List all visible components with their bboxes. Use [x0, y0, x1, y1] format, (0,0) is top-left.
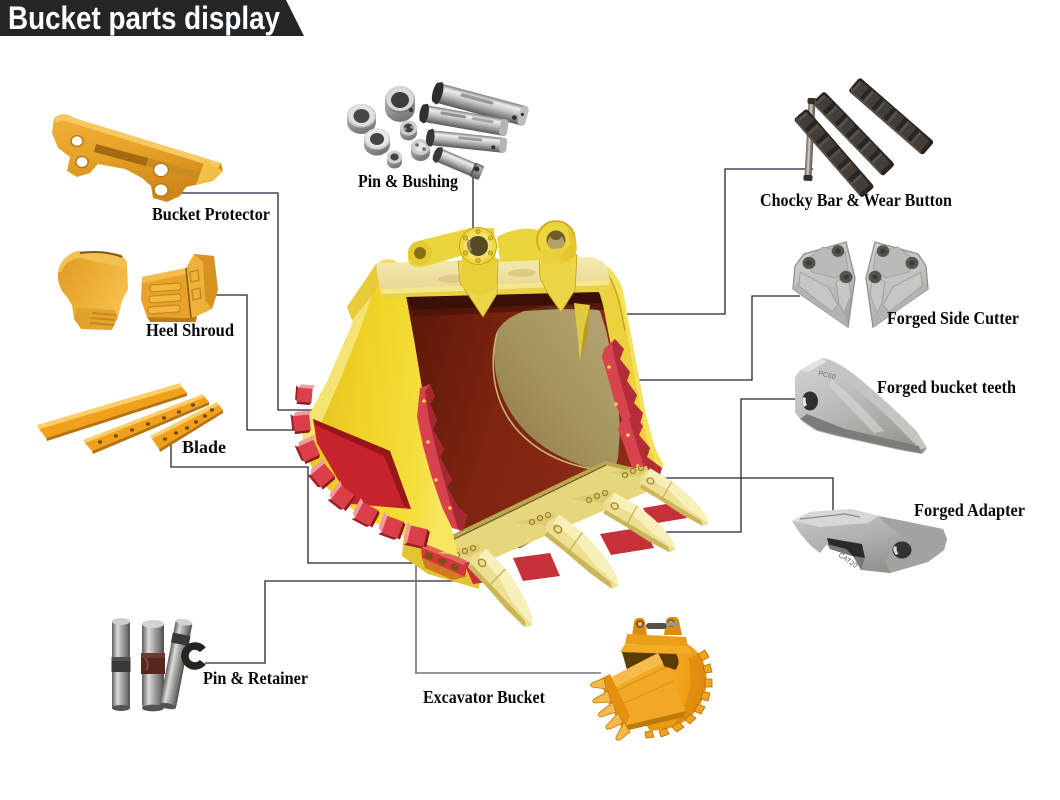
svg-text:Excavator Bucket: Excavator Bucket [423, 687, 545, 707]
svg-text:Chocky Bar & Wear Button: Chocky Bar & Wear Button [760, 190, 952, 210]
svg-text:Pin & Retainer: Pin & Retainer [203, 668, 308, 688]
svg-text:Forged bucket teeth: Forged bucket teeth [877, 377, 1016, 397]
svg-text:PC60: PC60 [818, 370, 837, 381]
svg-text:Pin & Bushing: Pin & Bushing [358, 171, 458, 191]
svg-text:Forged Adapter: Forged Adapter [914, 500, 1025, 520]
svg-text:Forged Side Cutter: Forged Side Cutter [887, 308, 1019, 328]
svg-text:Bucket parts display: Bucket parts display [8, 0, 280, 36]
svg-text:Blade: Blade [182, 437, 226, 457]
svg-text:Bucket Protector: Bucket Protector [152, 204, 270, 224]
svg-text:Heel Shroud: Heel Shroud [146, 320, 234, 340]
